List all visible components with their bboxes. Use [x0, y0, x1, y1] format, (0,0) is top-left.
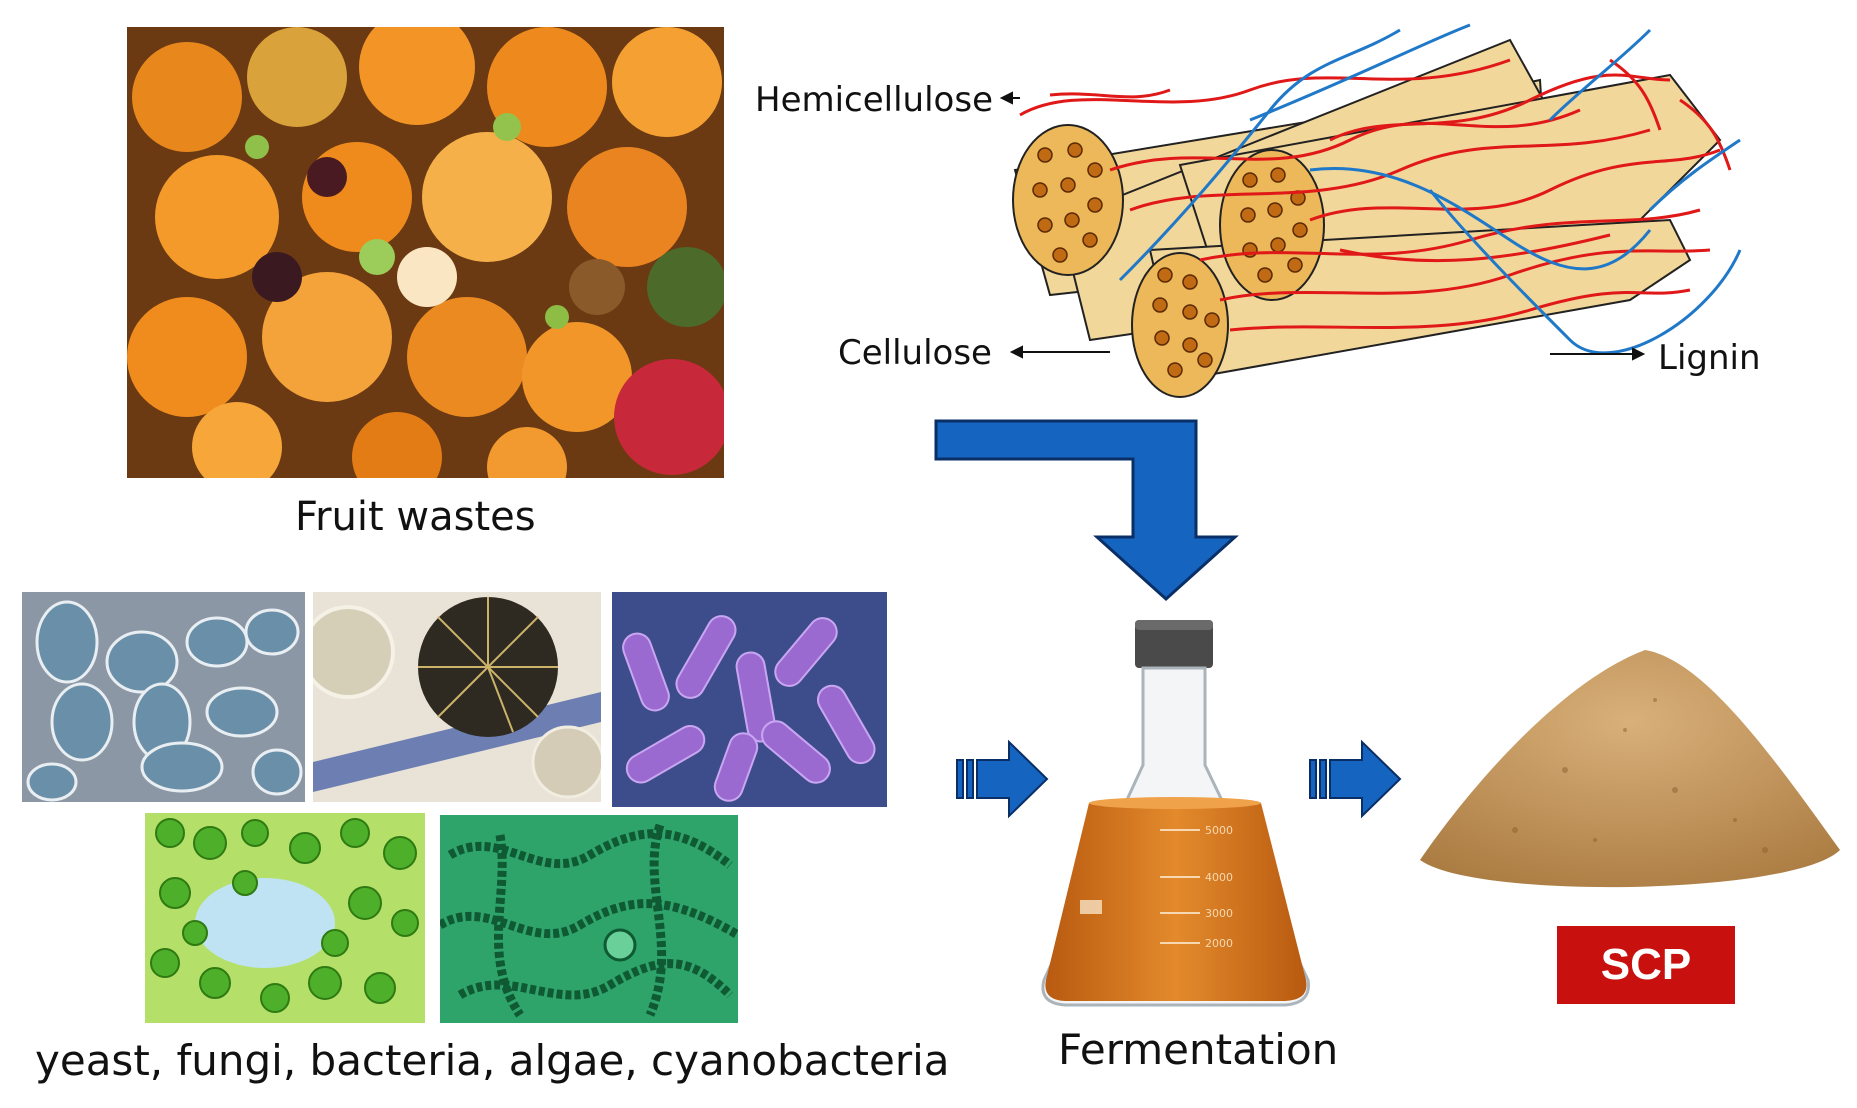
scp-powder — [1420, 650, 1840, 888]
flask-broth — [1045, 803, 1307, 1001]
fruit-wastes-caption: Fruit wastes — [295, 494, 536, 540]
flask-marking-3000: 3000 — [1205, 907, 1233, 920]
algae-photo — [145, 813, 425, 1023]
yeast-photo — [22, 592, 305, 802]
scp-label-box: SCP — [1557, 926, 1735, 1004]
cellulose-cross-section-3 — [1219, 149, 1325, 301]
scp-label: SCP — [1600, 940, 1692, 989]
cellulose-label: Cellulose — [838, 333, 992, 373]
cellulose-cross-section-1 — [1012, 124, 1124, 276]
arrow-microbes-to-fermentation — [956, 739, 1049, 819]
fermentation-flask: 5000 4000 3000 2000 — [1041, 620, 1311, 1007]
lignin-strands — [1118, 23, 1742, 355]
hemicellulose-pointer — [999, 91, 1020, 105]
flask-marking-5000: 5000 — [1205, 824, 1233, 837]
fungi-photo — [313, 592, 601, 802]
flask-marking-4000: 4000 — [1205, 871, 1233, 884]
arrow-fermentation-to-scp — [1309, 739, 1402, 819]
cyanobacteria-photo — [440, 815, 738, 1023]
lignin-label: Lignin — [1658, 338, 1761, 378]
cellulose-pointer — [1009, 345, 1110, 359]
hemicellulose-strands — [1019, 58, 1732, 332]
microbes-caption: yeast, fungi, bacteria, algae, cyanobact… — [35, 1036, 950, 1085]
bacteria-photo — [612, 592, 887, 807]
cellulose-cross-section-2 — [1131, 252, 1229, 398]
fermentation-caption: Fermentation — [1058, 1025, 1339, 1074]
elbow-arrow — [934, 419, 1239, 602]
fruit-waste-photo — [127, 27, 724, 478]
hemicellulose-label: Hemicellulose — [755, 80, 993, 120]
flask-marking-2000: 2000 — [1205, 937, 1233, 950]
lignocellulose-diagram — [999, 23, 1742, 398]
flask-cap — [1135, 620, 1213, 668]
lignin-pointer — [1550, 347, 1646, 361]
